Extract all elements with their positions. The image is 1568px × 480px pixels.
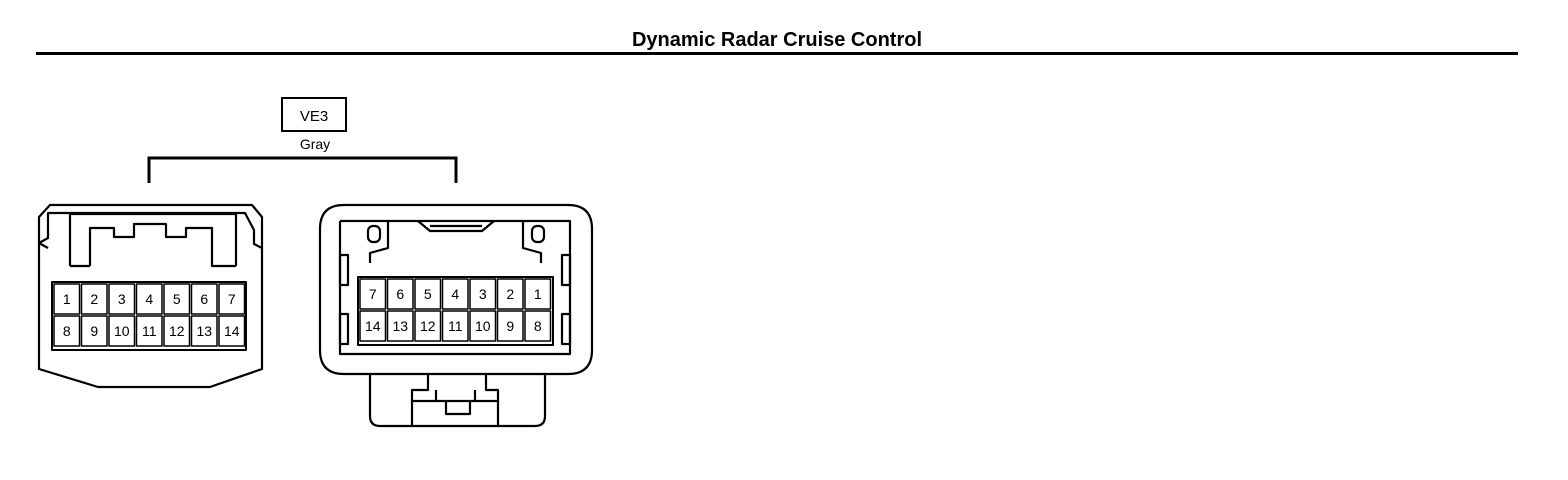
right-terminal-frame [357,276,554,346]
left-terminal-label-3: 3 [118,291,126,307]
connector-color-text: Gray [300,136,330,152]
right-terminal-cell-1 [524,278,552,310]
right-connector-rib-right-top [560,253,572,287]
left-terminal-label-12: 12 [169,323,185,339]
left-terminal-cell-13 [190,315,218,347]
right-terminal-label-6: 6 [396,286,404,302]
left-terminal-cell-5 [163,283,191,315]
left-terminal-cell-11 [135,315,163,347]
left-terminal-frame [51,281,247,351]
left-connector-latch [68,212,238,268]
left-terminal-label-5: 5 [173,291,181,307]
right-terminal-cell-8 [524,310,552,342]
left-connector-inner-outline [38,211,263,249]
connector-code-label: VE3 [281,97,347,132]
left-terminal-label-1: 1 [63,291,71,307]
right-connector-rib-left-bottom [338,312,350,346]
right-terminal-label-11: 11 [448,318,463,334]
left-connector-housing [37,203,264,389]
right-terminal-cell-13 [386,310,414,342]
right-terminal-label-12: 12 [420,318,436,334]
right-terminal-cell-9 [496,310,524,342]
left-terminal-cell-12 [163,315,191,347]
right-terminal-label-8: 8 [534,318,542,334]
left-terminal-label-7: 7 [228,291,236,307]
right-terminal-label-5: 5 [424,286,432,302]
right-terminal-label-10: 10 [475,318,491,334]
left-terminal-label-2: 2 [90,291,98,307]
right-terminal-label-7: 7 [369,286,377,302]
right-connector-rib-left-top [338,253,350,287]
left-terminal-cell-3 [108,283,136,315]
right-connector: 7 6 5 4 3 2 1 14 13 12 11 10 9 8 [318,203,594,428]
right-terminal-cell-6 [386,278,414,310]
left-terminal-cell-7 [218,283,246,315]
right-connector-bottom-lock [368,374,547,428]
left-terminal-cell-4 [135,283,163,315]
right-terminal-cell-4 [441,278,469,310]
left-terminal-cell-8 [53,315,81,347]
left-terminal-label-14: 14 [224,323,240,339]
left-terminal-label-10: 10 [114,323,130,339]
right-terminal-cell-3 [469,278,497,310]
left-terminal-cell-6 [190,283,218,315]
right-terminal-cell-11 [441,310,469,342]
right-terminal-label-14: 14 [365,318,381,334]
left-terminal-label-9: 9 [90,323,98,339]
right-terminal-label-13: 13 [392,318,408,334]
connector-code-text: VE3 [300,108,328,125]
left-terminal-label-6: 6 [200,291,208,307]
diagram-title: Dynamic Radar Cruise Control [631,29,923,51]
right-connector-guide-hole-left [366,224,382,244]
right-terminal-cell-7 [359,278,387,310]
left-terminal-label-11: 11 [142,323,157,339]
right-terminal-label-2: 2 [506,286,514,302]
right-terminal-grid: 7 6 5 4 3 2 1 14 13 12 11 10 9 8 [359,278,552,342]
left-terminal-label-4: 4 [145,291,153,307]
right-terminal-label-4: 4 [451,286,459,302]
right-connector-lock-tab [417,220,495,233]
left-terminal-label-8: 8 [63,323,71,339]
connector-code-box [281,97,347,132]
right-terminal-cell-5 [414,278,442,310]
title-rule [36,52,1518,55]
right-terminal-label-9: 9 [506,318,514,334]
right-connector-guide-hole-right [530,224,546,244]
right-connector-housing [318,203,594,376]
right-terminal-cell-14 [359,310,387,342]
right-terminal-cell-12 [414,310,442,342]
left-terminal-cell-2 [80,283,108,315]
left-connector-side-notch-left [38,242,49,249]
connector-bracket [147,156,458,183]
right-connector-inner-shell [338,219,572,356]
right-terminal-label-3: 3 [479,286,487,302]
right-terminal-cell-2 [496,278,524,310]
left-terminal-cell-9 [80,315,108,347]
left-terminal-label-13: 13 [196,323,212,339]
left-terminal-cell-1 [53,283,81,315]
left-terminal-cell-14 [218,315,246,347]
right-connector-rib-right-bottom [560,312,572,346]
right-terminal-cell-10 [469,310,497,342]
right-terminal-label-1: 1 [534,286,542,302]
left-terminal-cell-10 [108,315,136,347]
